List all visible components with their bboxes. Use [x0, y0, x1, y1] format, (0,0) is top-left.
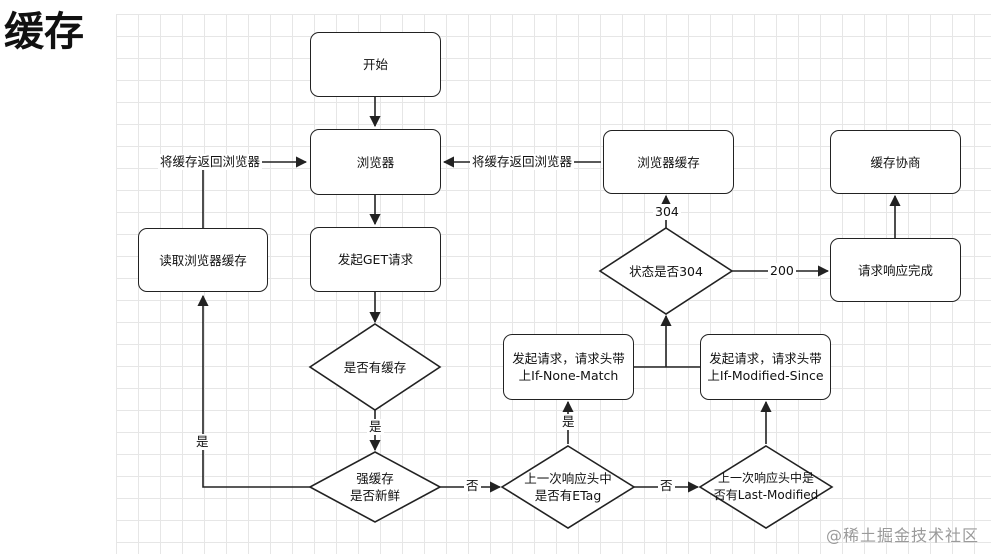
node-get-request-label: 发起GET请求	[337, 252, 414, 267]
watermark: @稀土掘金技术社区	[825, 526, 979, 545]
node-cache-negotiation-label: 缓存协商	[870, 154, 921, 170]
decision-etag	[500, 445, 636, 529]
decision-etag-text: 上一次响应头中 是否有ETag	[524, 470, 612, 504]
node-response-done: 请求响应完成	[830, 238, 961, 302]
decision-strong-cache-line2: 是否新鲜	[349, 488, 400, 503]
edge-label-yes-left: 是	[194, 434, 211, 450]
decision-status-304-text: 状态是否304	[629, 263, 703, 279]
node-get-request: 发起GET请求	[310, 227, 441, 292]
decision-last-modified	[698, 445, 834, 529]
page-title: 缓存	[4, 9, 84, 55]
node-response-done-label: 请求响应完成	[857, 262, 933, 278]
node-request-if-modified-since-label: 发起请求，请求头带 上If-Modified-Since	[707, 350, 823, 384]
decision-has-cache-text: 是否有缓存	[343, 359, 407, 375]
decision-strong-cache-line1: 强缓存	[356, 471, 394, 486]
node-browser-cache-label: 浏览器缓存	[637, 154, 700, 170]
decision-strong-cache-label: 强缓存 是否新鲜	[310, 470, 440, 504]
decision-status-304	[598, 227, 734, 315]
decision-has-cache-label: 是否有缓存	[310, 357, 440, 377]
node-cache-negotiation: 缓存协商	[830, 130, 961, 194]
edge-label-no-etag: 否	[658, 478, 675, 494]
node-request-if-modified-since-line1: 发起请求，请求头带	[709, 351, 822, 366]
node-browser-label: 浏览器	[356, 154, 395, 170]
decision-etag-line1: 上一次响应头中	[524, 471, 612, 486]
node-start: 开始	[310, 32, 441, 97]
edge-label-304: 304	[653, 204, 681, 220]
decision-last-modified-label: 上一次响应头中是 否有Last-Modified	[698, 470, 834, 504]
node-request-if-none-match-line1: 发起请求，请求头带	[512, 351, 625, 366]
decision-etag-label: 上一次响应头中 是否有ETag	[502, 470, 634, 504]
edge-readcache-browser	[202, 156, 308, 228]
edge-label-return-left: 将缓存返回浏览器	[158, 154, 263, 170]
edge-label-return-mid: 将缓存返回浏览器	[470, 154, 575, 170]
edge-strong-readcache	[197, 294, 310, 488]
node-request-if-none-match-label: 发起请求，请求头带 上If-None-Match	[512, 350, 625, 384]
decision-last-modified-line2: 否有Last-Modified	[713, 488, 819, 502]
node-request-if-modified-since-line2: 上If-Modified-Since	[707, 368, 824, 383]
decision-status-304-label: 状态是否304	[600, 261, 732, 281]
node-request-if-none-match-line2: 上If-None-Match	[518, 368, 619, 383]
edge-label-yes-has-cache: 是	[367, 419, 384, 435]
node-read-cache: 读取浏览器缓存	[138, 228, 268, 292]
decision-has-cache	[308, 323, 442, 411]
decision-last-modified-text: 上一次响应头中是 否有Last-Modified	[714, 470, 819, 504]
node-read-cache-label: 读取浏览器缓存	[159, 252, 247, 268]
edge-label-yes-etag: 是	[560, 414, 577, 430]
decision-strong-cache-text: 强缓存 是否新鲜	[350, 470, 400, 504]
decision-etag-line2: 是否有ETag	[534, 488, 602, 503]
node-request-if-none-match: 发起请求，请求头带 上If-None-Match	[503, 334, 634, 400]
node-start-label: 开始	[362, 57, 388, 72]
decision-last-modified-line1: 上一次响应头中是	[717, 471, 814, 485]
edge-label-no-strong: 否	[464, 478, 481, 494]
decision-strong-cache	[308, 451, 442, 523]
node-browser-cache: 浏览器缓存	[603, 130, 734, 194]
node-request-if-modified-since: 发起请求，请求头带 上If-Modified-Since	[700, 334, 831, 400]
node-browser: 浏览器	[310, 129, 441, 195]
edge-label-200: 200	[768, 263, 796, 279]
